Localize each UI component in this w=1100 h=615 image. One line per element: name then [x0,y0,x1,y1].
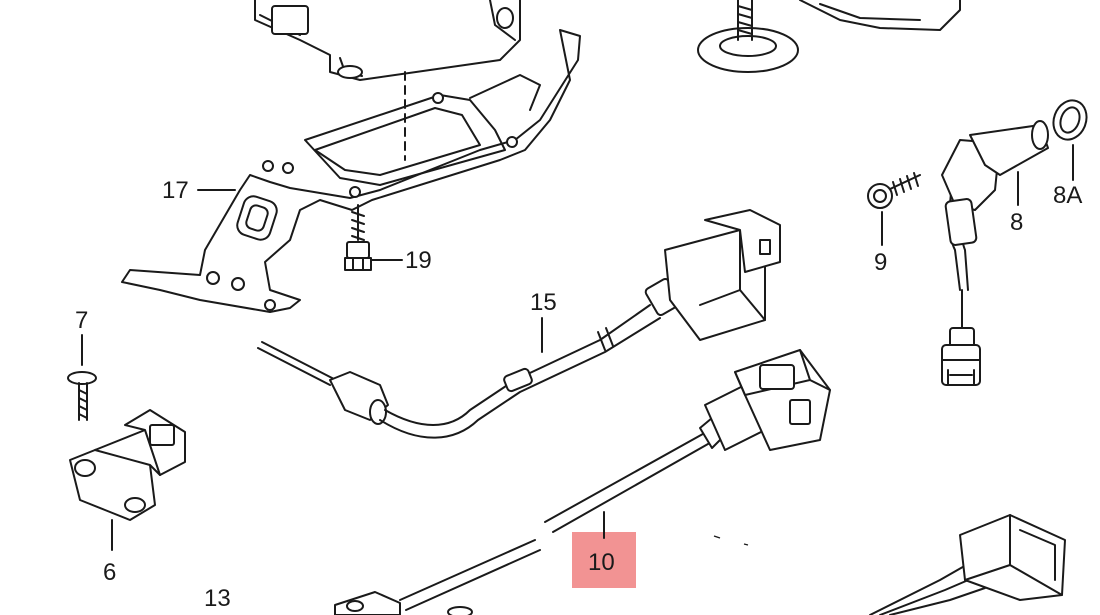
label-9: 9 [874,249,887,276]
sensor-10 [334,349,831,615]
sensor-6 [69,409,186,521]
screw-9 [867,172,921,209]
mounting-bracket [121,29,581,313]
label-13: 13 [204,585,231,612]
sensor-15 [257,209,781,439]
highlight-10 [572,532,636,588]
label-15: 15 [530,289,557,316]
label-8: 8 [1010,209,1023,236]
dash-mark [713,535,721,539]
bolt-19 [344,204,372,271]
control-unit-housing [254,0,521,161]
label-19: 19 [405,247,432,274]
o-ring-8a [1052,99,1088,141]
wiring-connector [869,514,1066,615]
dash-mark [743,543,749,546]
label-17: 17 [162,177,189,204]
top-right-part-partial [799,0,961,31]
sensor-8 [941,120,1049,386]
label-10: 10 [588,549,615,576]
label-8a: 8A [1053,182,1082,209]
label-6: 6 [103,559,116,586]
screw-7 [67,334,97,421]
label-7: 7 [75,307,88,334]
stud-with-washer [697,0,799,73]
